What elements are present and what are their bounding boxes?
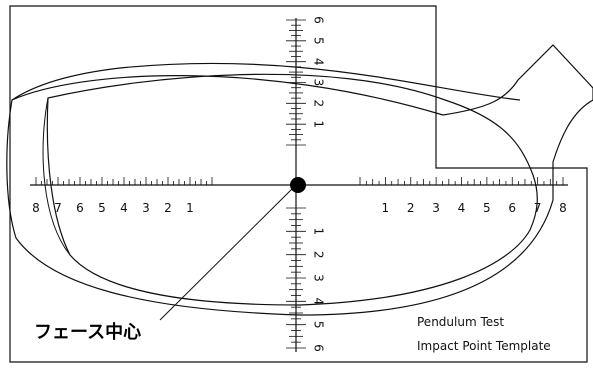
face-center-point	[290, 177, 306, 193]
vertical-ruler-top: 6 5 4 3 2 1	[286, 16, 326, 146]
v-top-label: 6	[312, 16, 326, 24]
v-bottom-label: 3	[312, 274, 326, 282]
h-left-label: 6	[76, 201, 84, 215]
v-top-label: 5	[312, 37, 326, 45]
vertical-ruler-bottom: 1 2 3 4 5 6	[286, 207, 326, 352]
h-right-label: 7	[534, 201, 542, 215]
club-toe-curve	[42, 97, 71, 256]
v-top-label: 1	[312, 120, 326, 128]
v-top-label: 2	[312, 100, 326, 108]
v-bottom-label: 5	[312, 321, 326, 329]
h-left-label: 7	[54, 201, 62, 215]
h-right-label: 6	[508, 201, 516, 215]
v-top-label: 3	[312, 79, 326, 87]
h-left-label: 2	[164, 201, 172, 215]
v-bottom-label: 2	[312, 251, 326, 259]
h-right-label: 8	[559, 201, 567, 215]
h-right-label: 4	[458, 201, 466, 215]
v-bottom-label: 6	[312, 344, 326, 352]
template-outline	[9, 5, 588, 363]
h-left-label: 3	[142, 201, 150, 215]
h-left-label: 8	[32, 201, 40, 215]
h-right-label: 2	[407, 201, 415, 215]
h-right-label: 3	[432, 201, 440, 215]
v-bottom-label: 4	[312, 298, 326, 306]
template-note-line2: Impact Point Template	[417, 339, 551, 353]
face-center-label: フェース中心	[34, 321, 141, 343]
face-center-leader-line	[159, 184, 297, 321]
v-bottom-label: 1	[312, 228, 326, 236]
h-right-label: 5	[483, 201, 491, 215]
h-left-label: 1	[186, 201, 194, 215]
club-head-outline	[6, 62, 554, 316]
h-left-label: 5	[98, 201, 106, 215]
club-face-outline	[46, 73, 538, 306]
horizontal-ruler-right: 1 2 3 4 5 6 7 8	[359, 177, 567, 215]
club-crown-line	[11, 75, 444, 116]
h-left-label: 4	[120, 201, 128, 215]
club-hosel-outline	[442, 44, 593, 200]
template-note-line1: Pendulum Test	[417, 315, 504, 329]
v-top-label: 4	[312, 58, 326, 66]
h-right-label: 1	[382, 201, 390, 215]
